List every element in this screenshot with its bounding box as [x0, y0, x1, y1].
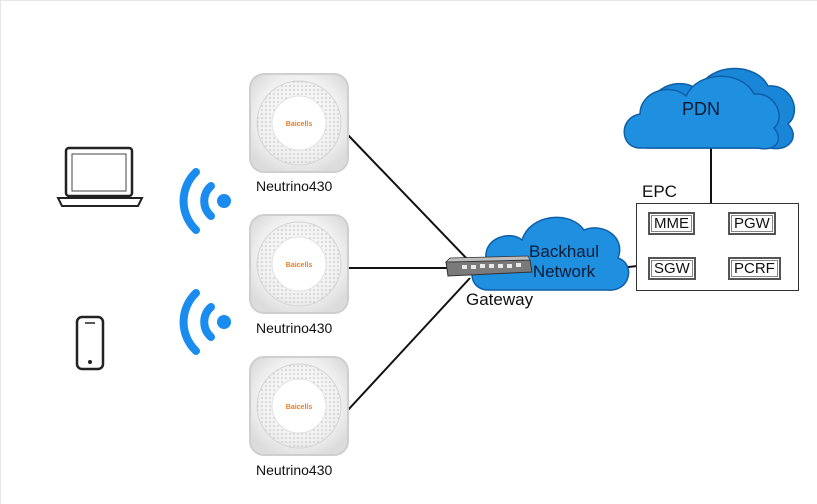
wifi-signal-icon: [179, 168, 231, 234]
ap-label: Neutrino430: [256, 178, 333, 194]
ap-label: Neutrino430: [256, 462, 333, 478]
ap-logo: Baicells: [286, 404, 313, 411]
access-point-1: Baicells: [249, 73, 349, 173]
frame-top-border: [0, 0, 817, 1]
epc-function-pgw: PGW: [728, 212, 776, 235]
epc-function-sgw: SGW: [648, 257, 696, 280]
backhaul-label-line1: Backhaul: [529, 242, 599, 261]
gateway-switch-icon: [445, 255, 533, 277]
ap-logo: Baicells: [286, 121, 313, 128]
backhaul-label-line2: Network: [532, 262, 596, 281]
pdn-label: PDN: [682, 99, 721, 119]
access-point-2: Baicells: [249, 214, 349, 314]
link-ap1-gateway: [347, 134, 471, 263]
gateway-label: Gateway: [466, 290, 534, 309]
wifi-signal-icon: [179, 289, 231, 355]
smartphone-icon: [75, 315, 105, 371]
ap-label: Neutrino430: [256, 320, 333, 336]
links: [347, 134, 712, 411]
laptop-icon: [56, 146, 144, 207]
link-ap3-gateway: [347, 277, 471, 411]
epc-function-pcrf: PCRF: [728, 257, 781, 280]
epc-function-mme: MME: [648, 212, 695, 235]
pdn-cloud: [623, 67, 796, 150]
access-point-3: Baicells: [249, 356, 349, 456]
frame-left-border: [0, 0, 1, 504]
epc-label: EPC: [642, 182, 677, 201]
ap-logo: Baicells: [286, 262, 313, 269]
